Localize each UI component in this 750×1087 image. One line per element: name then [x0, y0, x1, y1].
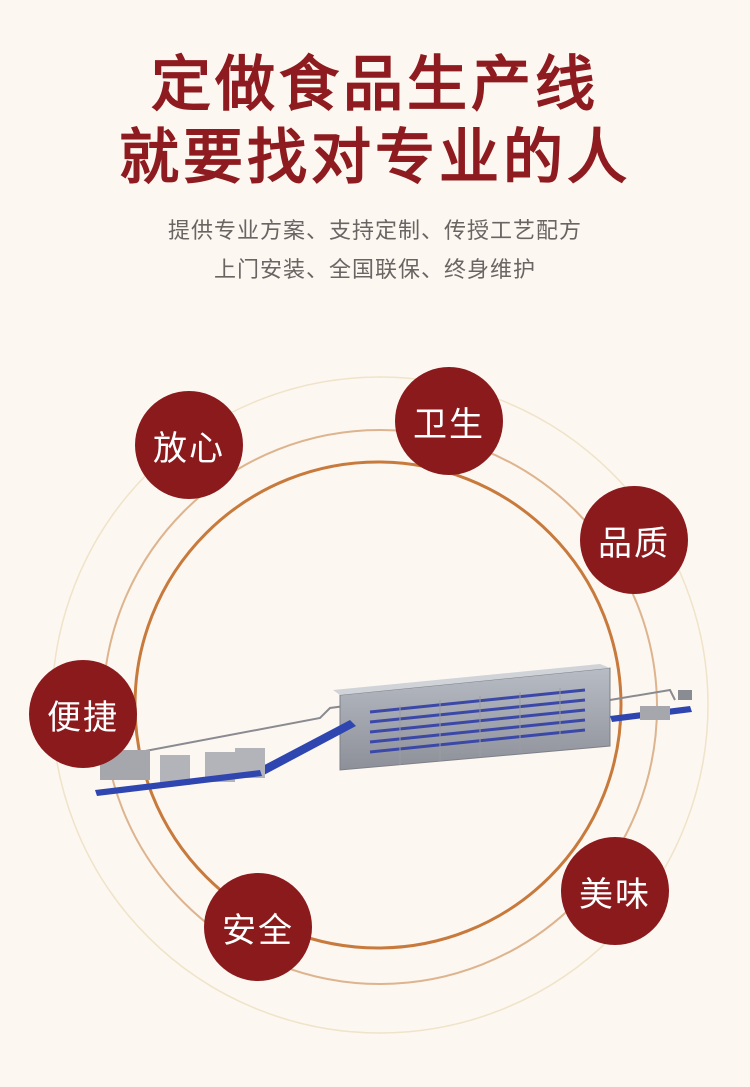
headline-line2: 就要找对专业的人 [119, 123, 631, 193]
badge-quality: 品质 [580, 486, 688, 594]
badge-convenience: 便捷 [29, 660, 137, 768]
badge-reassurance: 放心 [135, 391, 243, 499]
badge-tasty: 美味 [561, 837, 669, 945]
production-line-illustration [95, 664, 692, 796]
subtitle-line1: 提供专业方案、支持定制、传授工艺配方 [167, 219, 582, 244]
headline-line1: 定做食品生产线 [151, 50, 599, 120]
badge-safety: 安全 [204, 873, 312, 981]
badge-hygiene: 卫生 [395, 367, 503, 475]
subtitle-line2: 上门安装、全国联保、终身维护 [213, 258, 536, 283]
